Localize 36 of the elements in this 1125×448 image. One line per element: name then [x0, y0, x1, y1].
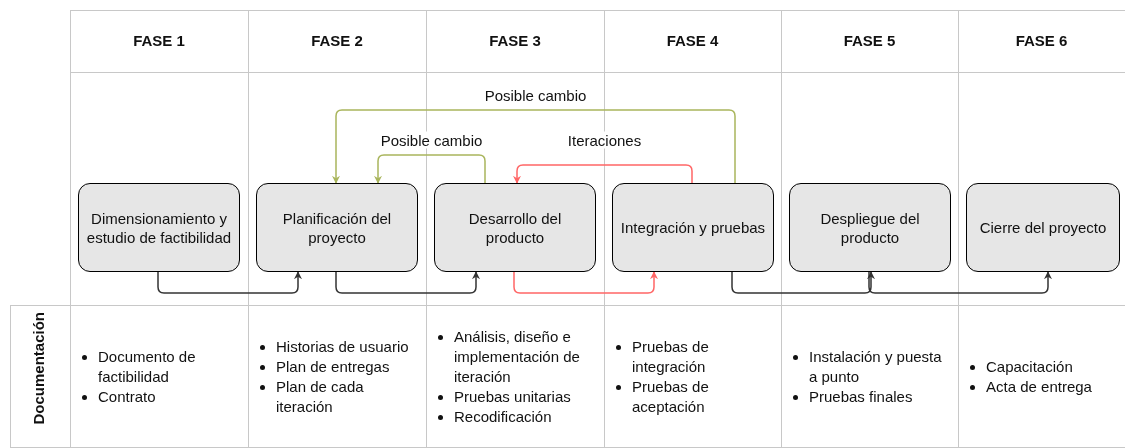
bullet-item: Plan de cada iteración — [254, 376, 422, 417]
arrow — [374, 154, 486, 184]
column-header: FASE 3 — [488, 32, 542, 49]
arrow — [513, 271, 658, 294]
bullet-item: Pruebas de integración — [610, 336, 777, 377]
process-box: Despliegue del producto — [789, 183, 951, 272]
column-header: FASE 2 — [310, 32, 364, 49]
arrow — [513, 164, 693, 184]
arrow — [335, 271, 480, 294]
process-box: Integración y pruebas — [612, 183, 774, 272]
bullet-item: Acta de entrega — [964, 376, 1121, 397]
bullet-item: Documento de factibilidad — [76, 346, 244, 387]
arrow — [731, 271, 875, 294]
bullet-item: Contrato — [76, 386, 244, 407]
column-header: FASE 5 — [842, 32, 897, 49]
bullet-item: Análisis, diseño e implementación de iteración — [432, 326, 600, 387]
process-box: Desarrollo del producto — [434, 183, 596, 272]
edge-label: Posible cambio — [378, 131, 485, 149]
bullet-item: Pruebas de aceptación — [610, 376, 777, 417]
process-box: Dimensionamiento y estudio de factibilidad — [78, 183, 240, 272]
bullet-item: Plan de entregas — [254, 356, 422, 377]
column-header: FASE 1 — [132, 32, 186, 49]
bullet-item: Capacitación — [964, 356, 1121, 377]
bullet-item: Pruebas finales — [787, 386, 954, 407]
bullet-item: Historias de usuario — [254, 336, 422, 357]
bullet-item: Recodificación — [432, 406, 600, 427]
bullet-item: Pruebas unitarias — [432, 386, 600, 407]
row-header: Documentación — [30, 312, 47, 425]
bullet-item: Instalación y puesta a punto — [787, 346, 954, 387]
column-header: FASE 6 — [1014, 32, 1069, 49]
arrow — [157, 271, 302, 294]
process-box: Planificación del proyecto — [256, 183, 418, 272]
arrow — [332, 109, 736, 184]
column-header: FASE 4 — [665, 32, 720, 49]
arrow — [868, 271, 1052, 294]
process-box: Cierre del proyecto — [966, 183, 1120, 272]
